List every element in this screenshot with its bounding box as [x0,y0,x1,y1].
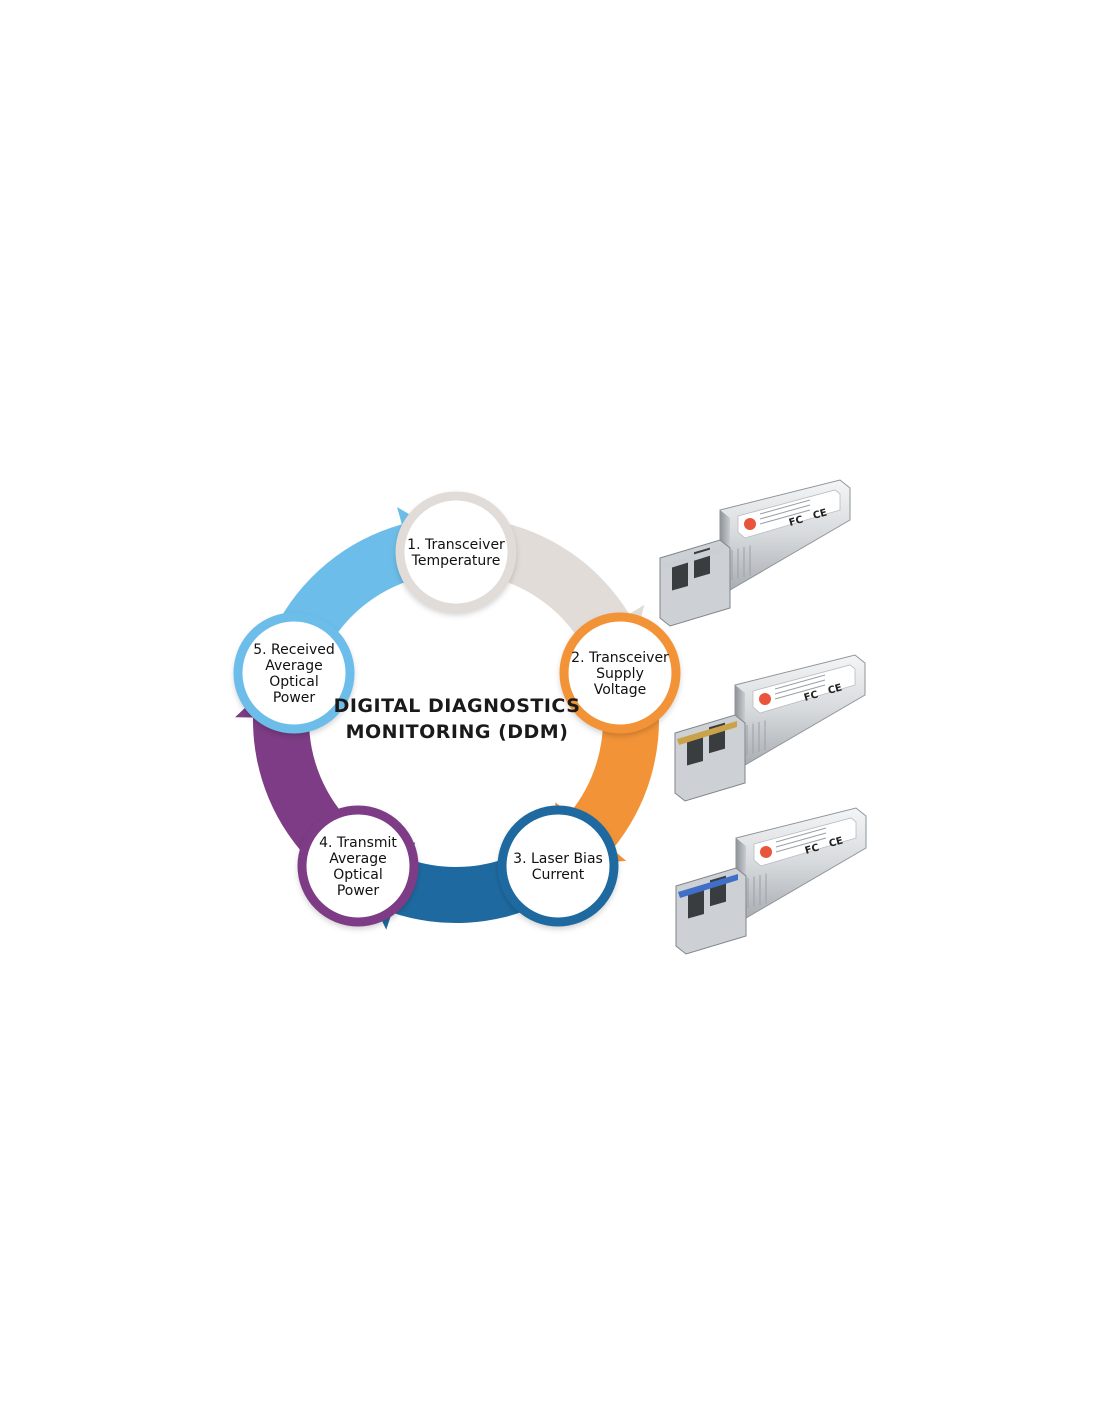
center-title-line-2: MONITORING (DDM) [346,721,569,743]
module-sfp-rj45-logo-icon [759,693,771,705]
node-n1-ring [395,491,517,613]
node-n3-disc [498,806,618,926]
node-n5-label-line-1: 5. Received [253,642,335,658]
module-sfp-fiber-1-mark-fc: FC [788,514,805,528]
node-n4-label-line-2: Average [329,851,387,867]
module-sfp-rj45: FC CE [674,654,866,802]
module-sfp-fiber-lc-mark-ce: CE [828,835,845,850]
node-n4-ring [297,805,419,927]
module-sfp-fiber-lc-label-text-line [775,837,827,853]
node-n5-label-line-3: Optical [269,674,318,690]
module-sfp-fiber-1-label-text-line [759,499,811,515]
module-sfp-fiber-lc-label-text-line [775,832,827,848]
module-sfp-fiber-1-label-text-line [759,504,811,520]
node-n5-label-line-2: Average [265,658,323,674]
node-n1-label-line-2: Temperature [411,553,501,569]
node-n1-disc [396,492,516,612]
module-sfp-fiber-lc-logo-icon [760,846,772,858]
module-sfp-fiber-1-label [737,489,841,539]
module-sfp-rj45-label-text-line [774,684,826,700]
module-sfp-fiber-1-label-text-line [759,509,811,525]
module-sfp-fiber-lc-port-left [688,887,704,919]
node-n5-ring [233,612,355,734]
node-n4-label-line-3: Optical [333,867,382,883]
module-sfp-fiber-lc-label-text-line [775,827,827,843]
module-sfp-fiber-1-latch [662,546,722,570]
center-title: DIGITAL DIAGNOSTICS MONITORING (DDM) [334,695,581,743]
module-sfp-fiber-1-port-left [672,559,688,591]
node-n1-label-line-1: 1. Transceiver [407,537,505,553]
module-sfp-rj45-label [752,664,856,714]
module-sfp-fiber-lc-latch [678,874,738,898]
module-sfp-rj45-mark-ce: CE [827,682,844,697]
module-sfp-rj45-port-left [687,734,703,766]
module-sfp-fiber-lc-label [753,817,857,867]
module-sfp-fiber-1-logo-icon [744,518,756,530]
center-title-line-1: DIGITAL DIAGNOSTICS [334,695,581,717]
module-sfp-fiber-1-mark-ce: CE [812,507,829,522]
module-sfp-fiber-lc-mark-fc: FC [804,842,821,856]
module-sfp-rj45-mark-fc: FC [803,689,820,703]
node-n2-label-line-2: Supply [596,666,644,682]
module-sfp-fiber-1: FC CE [659,479,851,627]
node-n5-disc [234,613,354,733]
node-n5-label-line-4: Power [273,690,316,706]
node-n3-label-line-1: 3. Laser Bias [513,851,603,867]
node-n3-label-line-2: Current [532,867,585,883]
module-sfp-rj45-label-text-line [774,679,826,695]
node-n4-disc [298,806,418,926]
node-n3-ring [497,805,619,927]
node-n2-label-line-3: Voltage [594,682,647,698]
module-sfp-rj45-label-text-line [774,674,826,690]
node-n4-label-line-1: 4. Transmit [319,835,397,851]
module-sfp-rj45-latch [677,721,737,745]
node-n2-ring [559,612,681,734]
node-n4-label-line-4: Power [337,883,380,899]
node-n2-disc [560,613,680,733]
node-n2-label-line-1: 2. Transceiver [571,650,669,666]
sfp-module-photos: FC CE FC CE FC CE [659,479,867,955]
module-sfp-fiber-lc: FC CE [675,807,867,955]
